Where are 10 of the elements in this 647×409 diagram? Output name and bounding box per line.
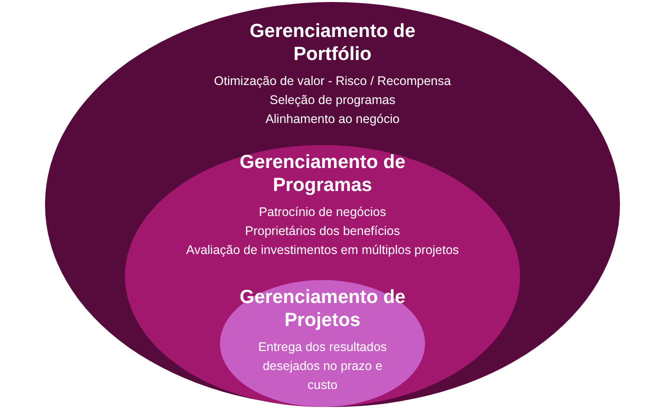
ellipse-text: Otimização de valor - Risco / Recompensa [214,73,451,90]
ellipse-text: Entrega dos resultados desejados no prazo e custo [258,339,388,394]
ellipse-text: Patrocínio de negócios [258,204,386,221]
ellipse-text: Seleção de programas [270,92,396,109]
ellipse-text: Proprietários dos benefícios [245,223,400,240]
ellipse-heading: Gerenciamento de Programas [238,151,406,197]
ellipse-text: Alinhamento ao negócio [265,111,400,128]
ellipse-heading: Gerenciamento de Projetos [238,286,406,332]
ellipse-heading: Gerenciamento de Portfólio [248,20,416,66]
ellipse-text: Avaliação de investimentos em múltiplos projetos [186,242,459,259]
